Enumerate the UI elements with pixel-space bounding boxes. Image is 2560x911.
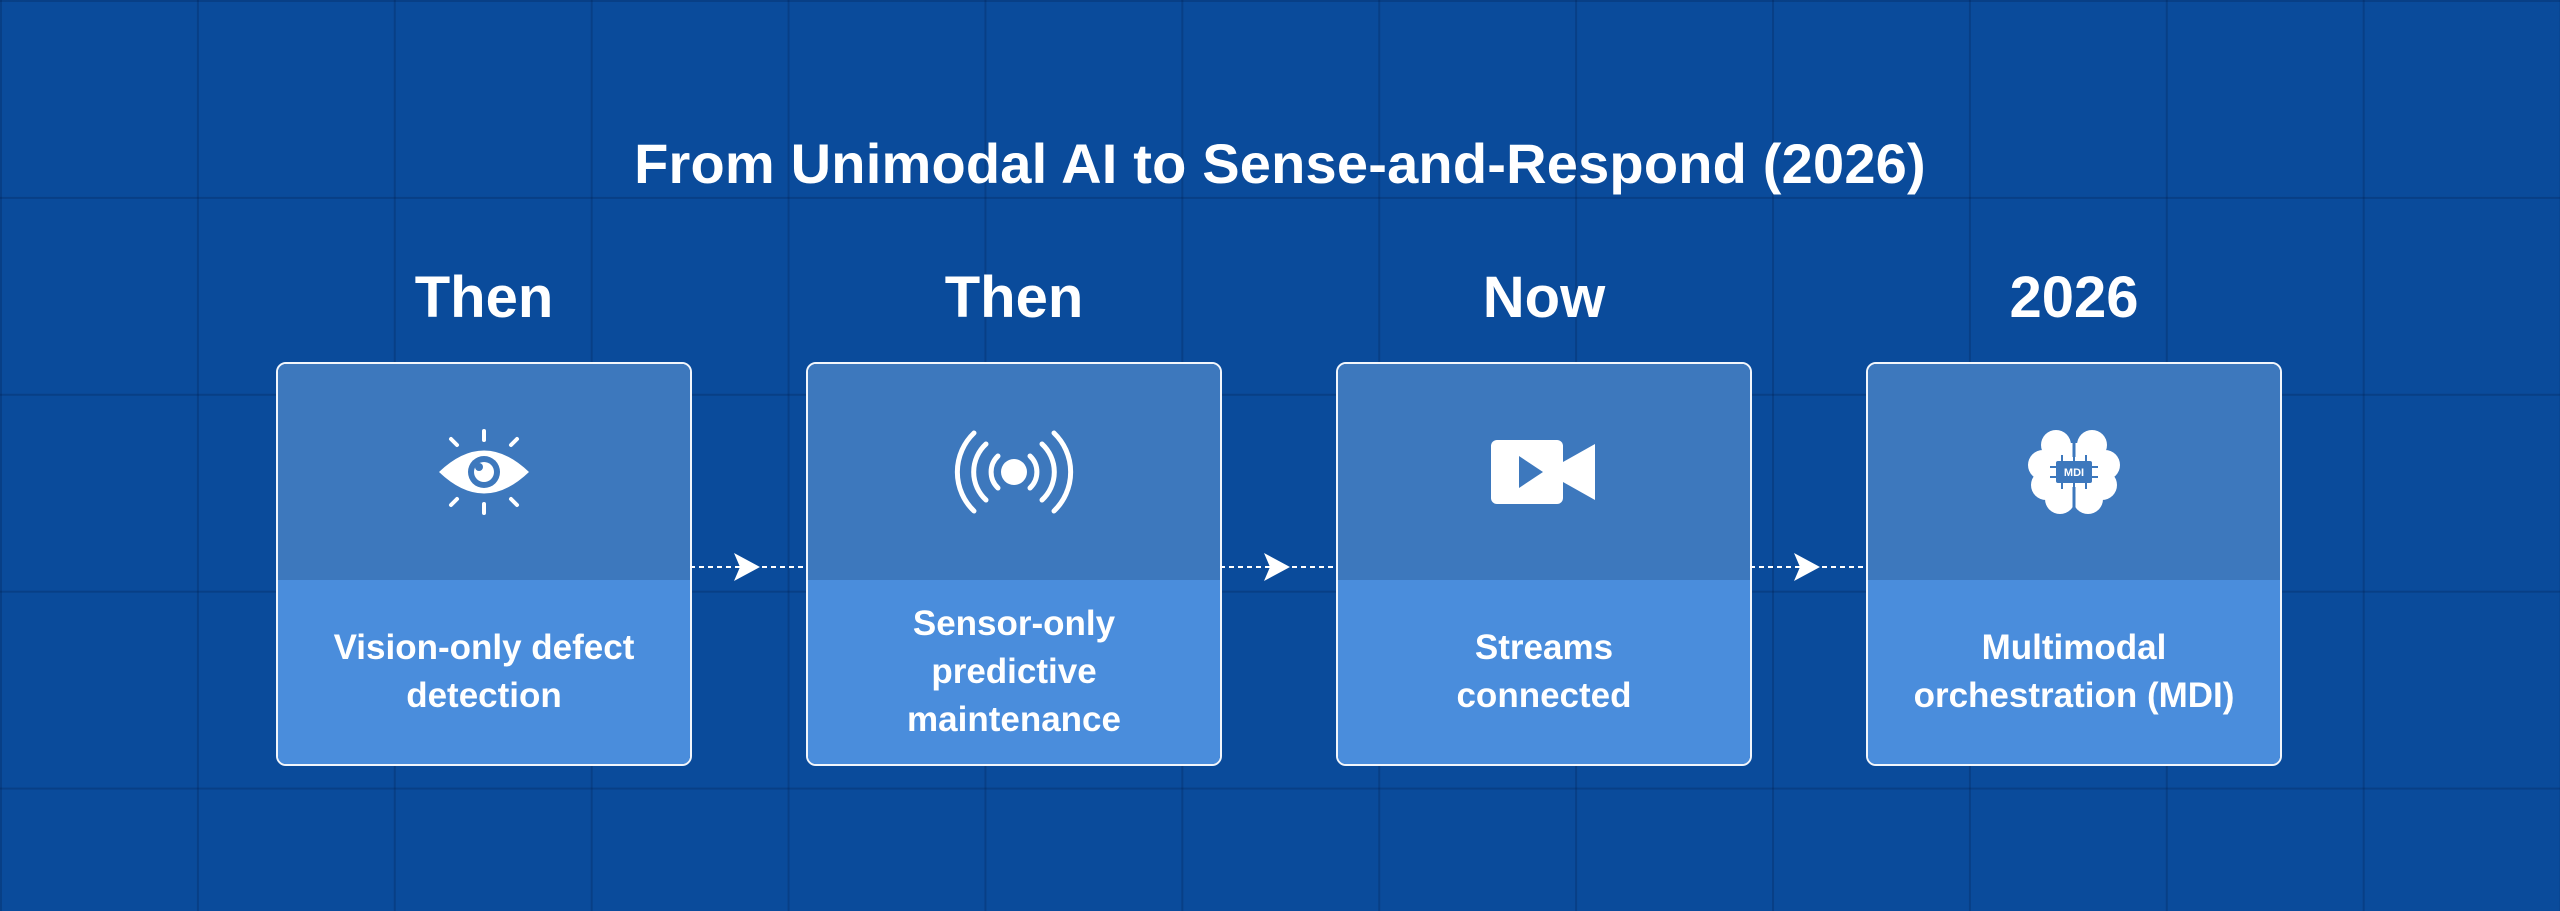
card-label-area: Sensor-only predictive maintenance xyxy=(808,580,1220,764)
card-label-area: Streams connected xyxy=(1338,580,1750,764)
card-label-area: Multimodal orchestration (MDI) xyxy=(1868,580,2280,764)
stage-heading: Then xyxy=(414,265,554,330)
stage-label: Sensor-only predictive maintenance xyxy=(907,604,1121,739)
stage-card: Streams connected xyxy=(1336,362,1752,766)
stage-card: Sensor-only predictive maintenance xyxy=(806,362,1222,766)
stage-label: Multimodal orchestration (MDI) xyxy=(1913,628,2235,715)
stage-2026: 2026 xyxy=(1866,262,2282,766)
stage-then-1: Then xyxy=(276,262,692,766)
arrow-connector xyxy=(690,549,806,585)
chip-label: MDI xyxy=(2064,467,2084,479)
stage-then-2: Then Sensor-only predictive maint xyxy=(806,262,1222,766)
video-camera-icon xyxy=(1489,436,1599,508)
card-label-area: Vision-only defect detection xyxy=(278,580,690,764)
card-icon-area xyxy=(808,364,1220,580)
card-icon-area xyxy=(278,364,690,580)
card-icon-area xyxy=(1338,364,1750,580)
arrow-connector xyxy=(1750,549,1866,585)
card-icon-area: MDI xyxy=(1868,364,2280,580)
stage-label: Vision-only defect detection xyxy=(333,628,635,715)
stage-heading: Now xyxy=(1482,265,1606,330)
page-title: From Unimodal AI to Sense-and-Respond (2… xyxy=(634,132,1926,195)
stage-now: Now Streams connected xyxy=(1336,262,1752,766)
stage-heading: Then xyxy=(944,265,1084,330)
stage-card: MDI Multimodal orchestration (MDI) xyxy=(1866,362,2282,766)
stage-card: Vision-only defect detection xyxy=(276,362,692,766)
sensor-signal-icon xyxy=(954,429,1074,515)
stage-label: Streams connected xyxy=(1456,628,1632,715)
stage-heading: 2026 xyxy=(2009,265,2139,330)
eye-icon xyxy=(434,429,534,515)
brain-chip-icon: MDI xyxy=(2026,427,2122,517)
arrow-connector xyxy=(1220,549,1336,585)
